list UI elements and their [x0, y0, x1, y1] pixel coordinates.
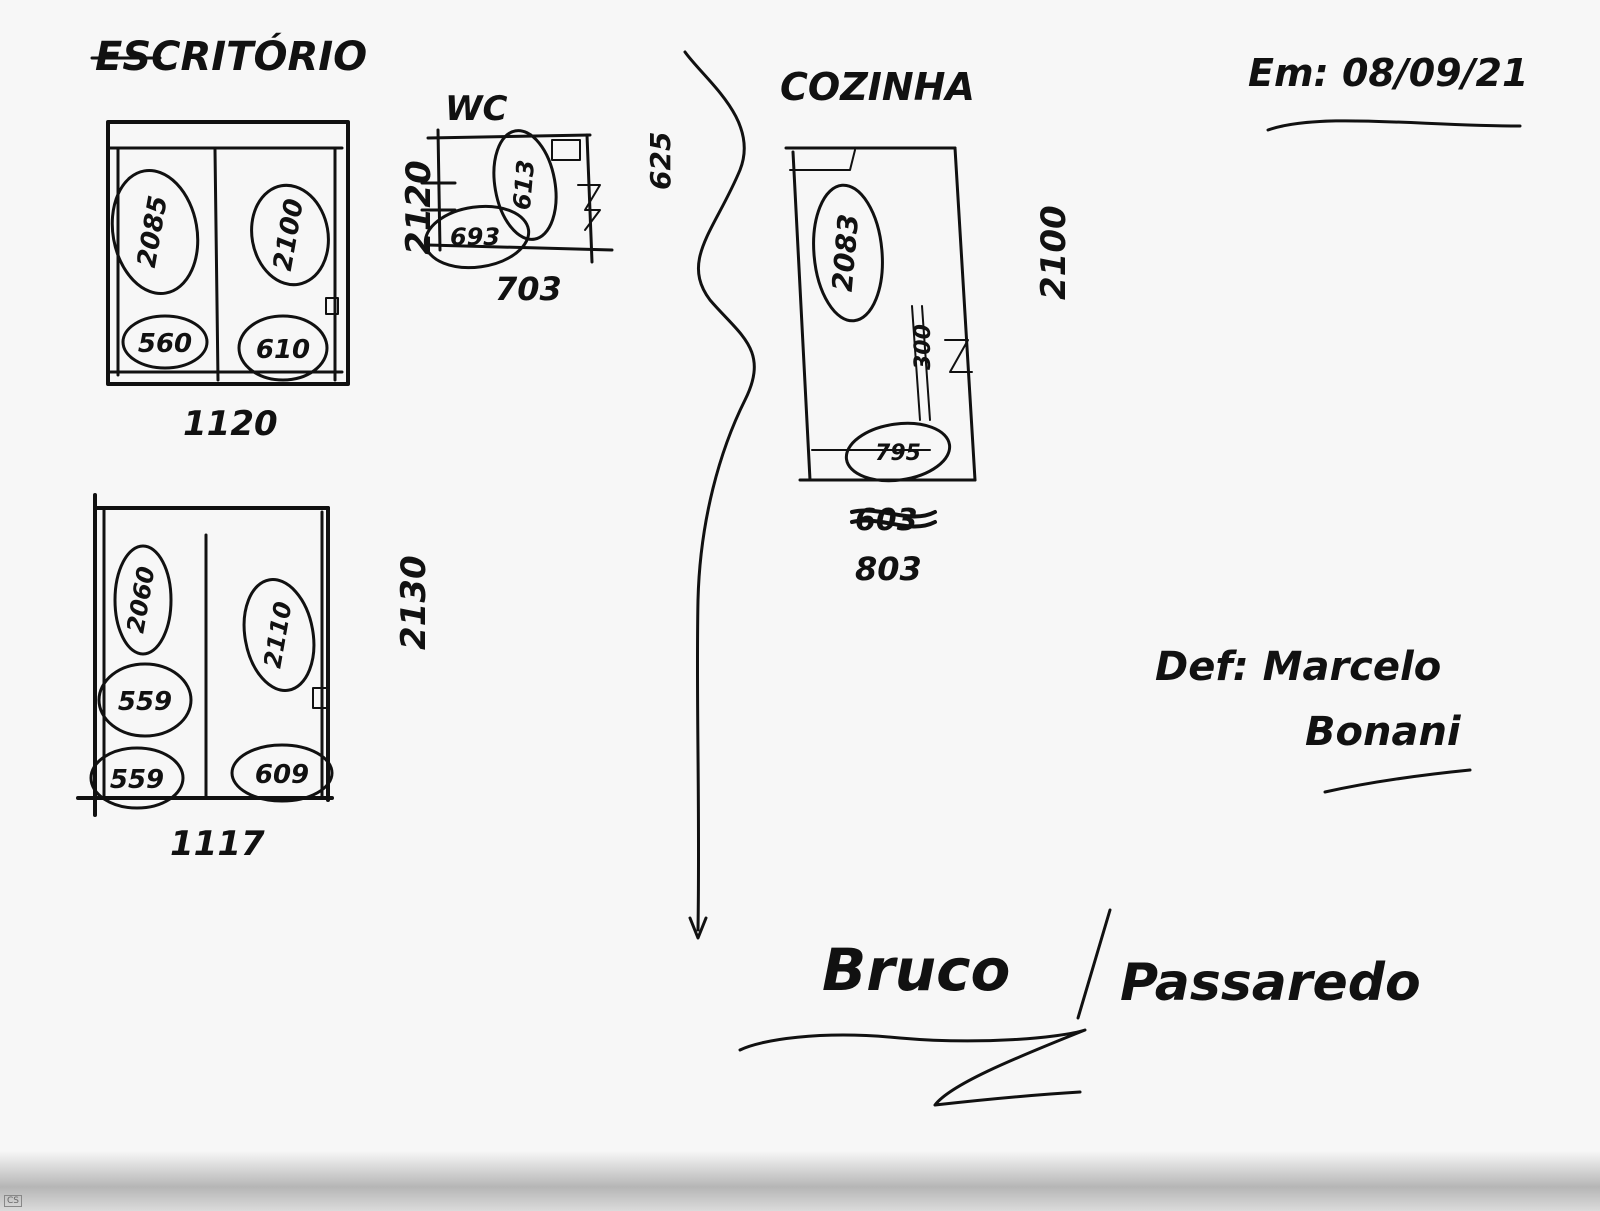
- part-ellipse: [230, 743, 334, 803]
- section-divider-arrow: [683, 50, 756, 932]
- cabinet-top-handle: [325, 297, 339, 315]
- part-ellipse: [89, 746, 185, 810]
- part-label: 559: [118, 687, 172, 717]
- cabinet-top-divider: [213, 148, 220, 382]
- footer-left-text: Bruco: [822, 936, 1010, 1004]
- wc-width: 703: [495, 270, 562, 308]
- footer-flourish: [738, 1028, 1087, 1107]
- kitchen-corner-mark: [789, 149, 856, 171]
- wc-title: WC: [445, 89, 508, 129]
- kitchen-title: COZINHA: [780, 65, 975, 109]
- part-label: 613: [508, 159, 540, 211]
- part-ellipse: [242, 578, 316, 692]
- part-ellipse: [812, 183, 884, 323]
- office-cabinet-bottom: 2060 2110 559 609 559 1117 2130: [76, 493, 434, 864]
- signature-block: Def: Marcelo Bonani: [1155, 644, 1472, 794]
- footer-slash-icon: [1076, 908, 1112, 1020]
- kitchen-hinge-mark: [944, 339, 973, 373]
- part-label: 2085: [132, 193, 174, 269]
- page-title: ESCRITÓRIO: [95, 32, 367, 80]
- signature-line-2: Bonani: [1305, 709, 1462, 755]
- cabinet-bottom-height: 2130: [394, 555, 434, 650]
- part-ellipse: [844, 421, 952, 483]
- cabinet-bottom-width: 1117: [170, 824, 265, 864]
- cabinet-top-outline: [106, 120, 350, 386]
- part-ellipse: [492, 129, 558, 241]
- signature-line-1: Def: Marcelo: [1155, 644, 1441, 690]
- footer-block: Bruco Passaredo: [738, 908, 1421, 1107]
- scanner-badge-label: CS: [4, 1195, 22, 1207]
- wc-section: WC 613 693 703 625: [420, 89, 677, 308]
- header: ESCRITÓRIO Em: 08/09/21: [90, 32, 1528, 132]
- wc-left-line: [436, 128, 442, 252]
- wc-bottom-line: [426, 243, 614, 252]
- kitchen-shelf-line: [911, 305, 921, 421]
- part-label: 693: [450, 223, 500, 251]
- kitchen-height: 2100: [1034, 205, 1074, 300]
- cabinet-top-width: 1120: [183, 404, 278, 444]
- kitchen-side-label: 300: [911, 324, 936, 370]
- date-label: Em: 08/09/21: [1248, 51, 1528, 95]
- wc-height: 625: [644, 132, 677, 190]
- part-label: 2083: [826, 213, 866, 294]
- signature-underline: [1323, 768, 1472, 794]
- office-cabinet-top: 2085 2100 560 610 1120 2120: [106, 120, 439, 444]
- part-ellipse: [113, 544, 173, 656]
- part-label: 559: [110, 765, 164, 795]
- part-ellipse: [121, 314, 209, 370]
- arrow-head-icon: [688, 916, 708, 940]
- date-underline: [1266, 119, 1522, 132]
- part-label: 560: [138, 329, 192, 359]
- footer-right-text: Passaredo: [1120, 953, 1421, 1013]
- part-label: 795: [875, 441, 921, 466]
- scanner-badge: CS: [4, 1195, 22, 1207]
- wc-top-line: [426, 133, 592, 140]
- cabinet-top-height: 2120: [399, 160, 439, 255]
- part-ellipse: [97, 662, 193, 738]
- part-label: 610: [256, 335, 310, 365]
- scribble-strike-mark: [850, 508, 937, 529]
- part-label: 2110: [258, 600, 297, 671]
- kitchen-section: COZINHA 2083 795 300 2100 603 803: [780, 65, 1074, 588]
- part-ellipse: [110, 169, 200, 295]
- wc-hinge-mark: [577, 184, 601, 231]
- scan-shadow: [0, 1151, 1600, 1211]
- kitchen-right-line: [953, 146, 977, 482]
- part-ellipse: [250, 183, 330, 287]
- kitchen-width: 803: [855, 550, 922, 588]
- part-label: 609: [255, 760, 309, 790]
- part-label: 2100: [268, 197, 310, 273]
- wc-right-line: [585, 133, 594, 264]
- part-ellipse: [237, 314, 329, 382]
- part-ellipse: [423, 204, 531, 270]
- kitchen-shelf-line: [921, 305, 931, 421]
- kitchen-left-line: [791, 150, 812, 482]
- wc-box-mark: [551, 139, 581, 161]
- cabinet-bottom-handle: [312, 687, 328, 709]
- part-label: 2060: [121, 564, 160, 635]
